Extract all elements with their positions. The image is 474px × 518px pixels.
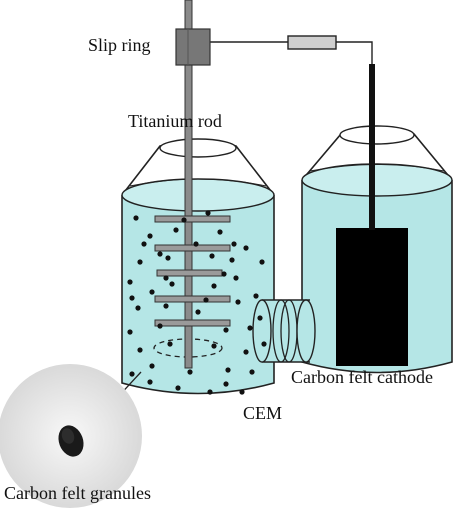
carbon-felt-cathode-label: Carbon felt cathode xyxy=(291,367,433,387)
anode-vessel xyxy=(121,138,275,395)
granule-dot xyxy=(247,325,253,331)
granule-dot xyxy=(147,233,153,239)
anode-vessel-body xyxy=(121,195,275,395)
granule-dot xyxy=(225,367,231,373)
granule-dot xyxy=(187,369,193,375)
titanium-rod xyxy=(184,0,193,369)
granule-dot xyxy=(141,241,147,247)
stirring-blade xyxy=(154,319,231,327)
stirring-blade xyxy=(154,295,231,303)
slip-ring-label: Slip ring xyxy=(88,35,151,55)
external-circuit xyxy=(175,28,375,230)
granule-dot xyxy=(137,347,143,353)
granule-dot xyxy=(181,217,187,223)
slip-ring xyxy=(175,28,211,66)
cathode-vessel xyxy=(301,125,453,374)
granule-dot xyxy=(231,241,237,247)
carbon-felt-granules-label: Carbon felt granules xyxy=(4,483,151,503)
granule-dot xyxy=(129,371,135,377)
bridge-end-right xyxy=(296,299,316,363)
granule-dot xyxy=(209,253,215,259)
stirring-assembly xyxy=(154,0,231,369)
granule-dot xyxy=(127,329,133,335)
stirring-blade xyxy=(154,244,231,252)
stirring-blade xyxy=(154,215,231,223)
granule-dot xyxy=(137,259,143,265)
granule-dot xyxy=(207,389,213,395)
granule-dot xyxy=(205,210,211,216)
anode-vessel-lid-top xyxy=(159,138,237,158)
granule-dot xyxy=(257,315,263,321)
granule-dot xyxy=(223,381,229,387)
granule-dot xyxy=(127,279,133,285)
granule-dot xyxy=(147,379,153,385)
granule-dot xyxy=(193,241,199,247)
granule-dot xyxy=(253,293,259,299)
granule-dot xyxy=(173,227,179,233)
granule-dot xyxy=(217,229,223,235)
granule-dot xyxy=(167,341,173,347)
granule-dot xyxy=(221,271,227,277)
granule-dot xyxy=(239,389,245,395)
stirring-blade xyxy=(156,269,223,277)
granule-dot xyxy=(243,349,249,355)
resistor xyxy=(287,35,337,50)
granule-dot xyxy=(163,275,169,281)
granule-dot xyxy=(211,283,217,289)
granule-dot xyxy=(229,257,235,263)
titanium-rod-label: Titanium rod xyxy=(128,111,222,131)
granule-dot xyxy=(129,295,135,301)
bridge-end-left xyxy=(252,299,272,363)
stirring-blades xyxy=(154,215,231,327)
granule-dot xyxy=(163,303,169,309)
granule-dot xyxy=(149,363,155,369)
granule-magnified-inset xyxy=(0,364,142,508)
granule-dot xyxy=(223,327,229,333)
granule-dot xyxy=(165,255,171,261)
carbon-felt-granules xyxy=(127,210,267,395)
granule-dot xyxy=(175,385,181,391)
carbon-felt-cathode-block xyxy=(336,228,408,366)
granule-dot xyxy=(169,281,175,287)
granule-dot xyxy=(135,305,141,311)
cathode-lead xyxy=(369,64,375,230)
granule-dot xyxy=(149,289,155,295)
granule-dot xyxy=(211,343,217,349)
anode-liquid-surface xyxy=(121,178,275,212)
granule-dot xyxy=(243,245,249,251)
wire-to-cathode xyxy=(336,41,373,64)
cem-label: CEM xyxy=(243,403,283,423)
granule-dot xyxy=(195,309,201,315)
cathode-vessel-lid-top xyxy=(339,125,415,145)
granule-dot xyxy=(157,323,163,329)
granule-dot xyxy=(235,299,241,305)
cem-membrane xyxy=(272,299,290,363)
granule-dot xyxy=(203,297,209,303)
granule-dot xyxy=(133,215,139,221)
cem-bridge xyxy=(252,299,316,363)
granule-dot xyxy=(261,341,267,347)
granule-dot xyxy=(233,275,239,281)
granule-dot xyxy=(249,369,255,375)
granule-dot xyxy=(259,259,265,265)
granule-dot xyxy=(157,251,163,257)
